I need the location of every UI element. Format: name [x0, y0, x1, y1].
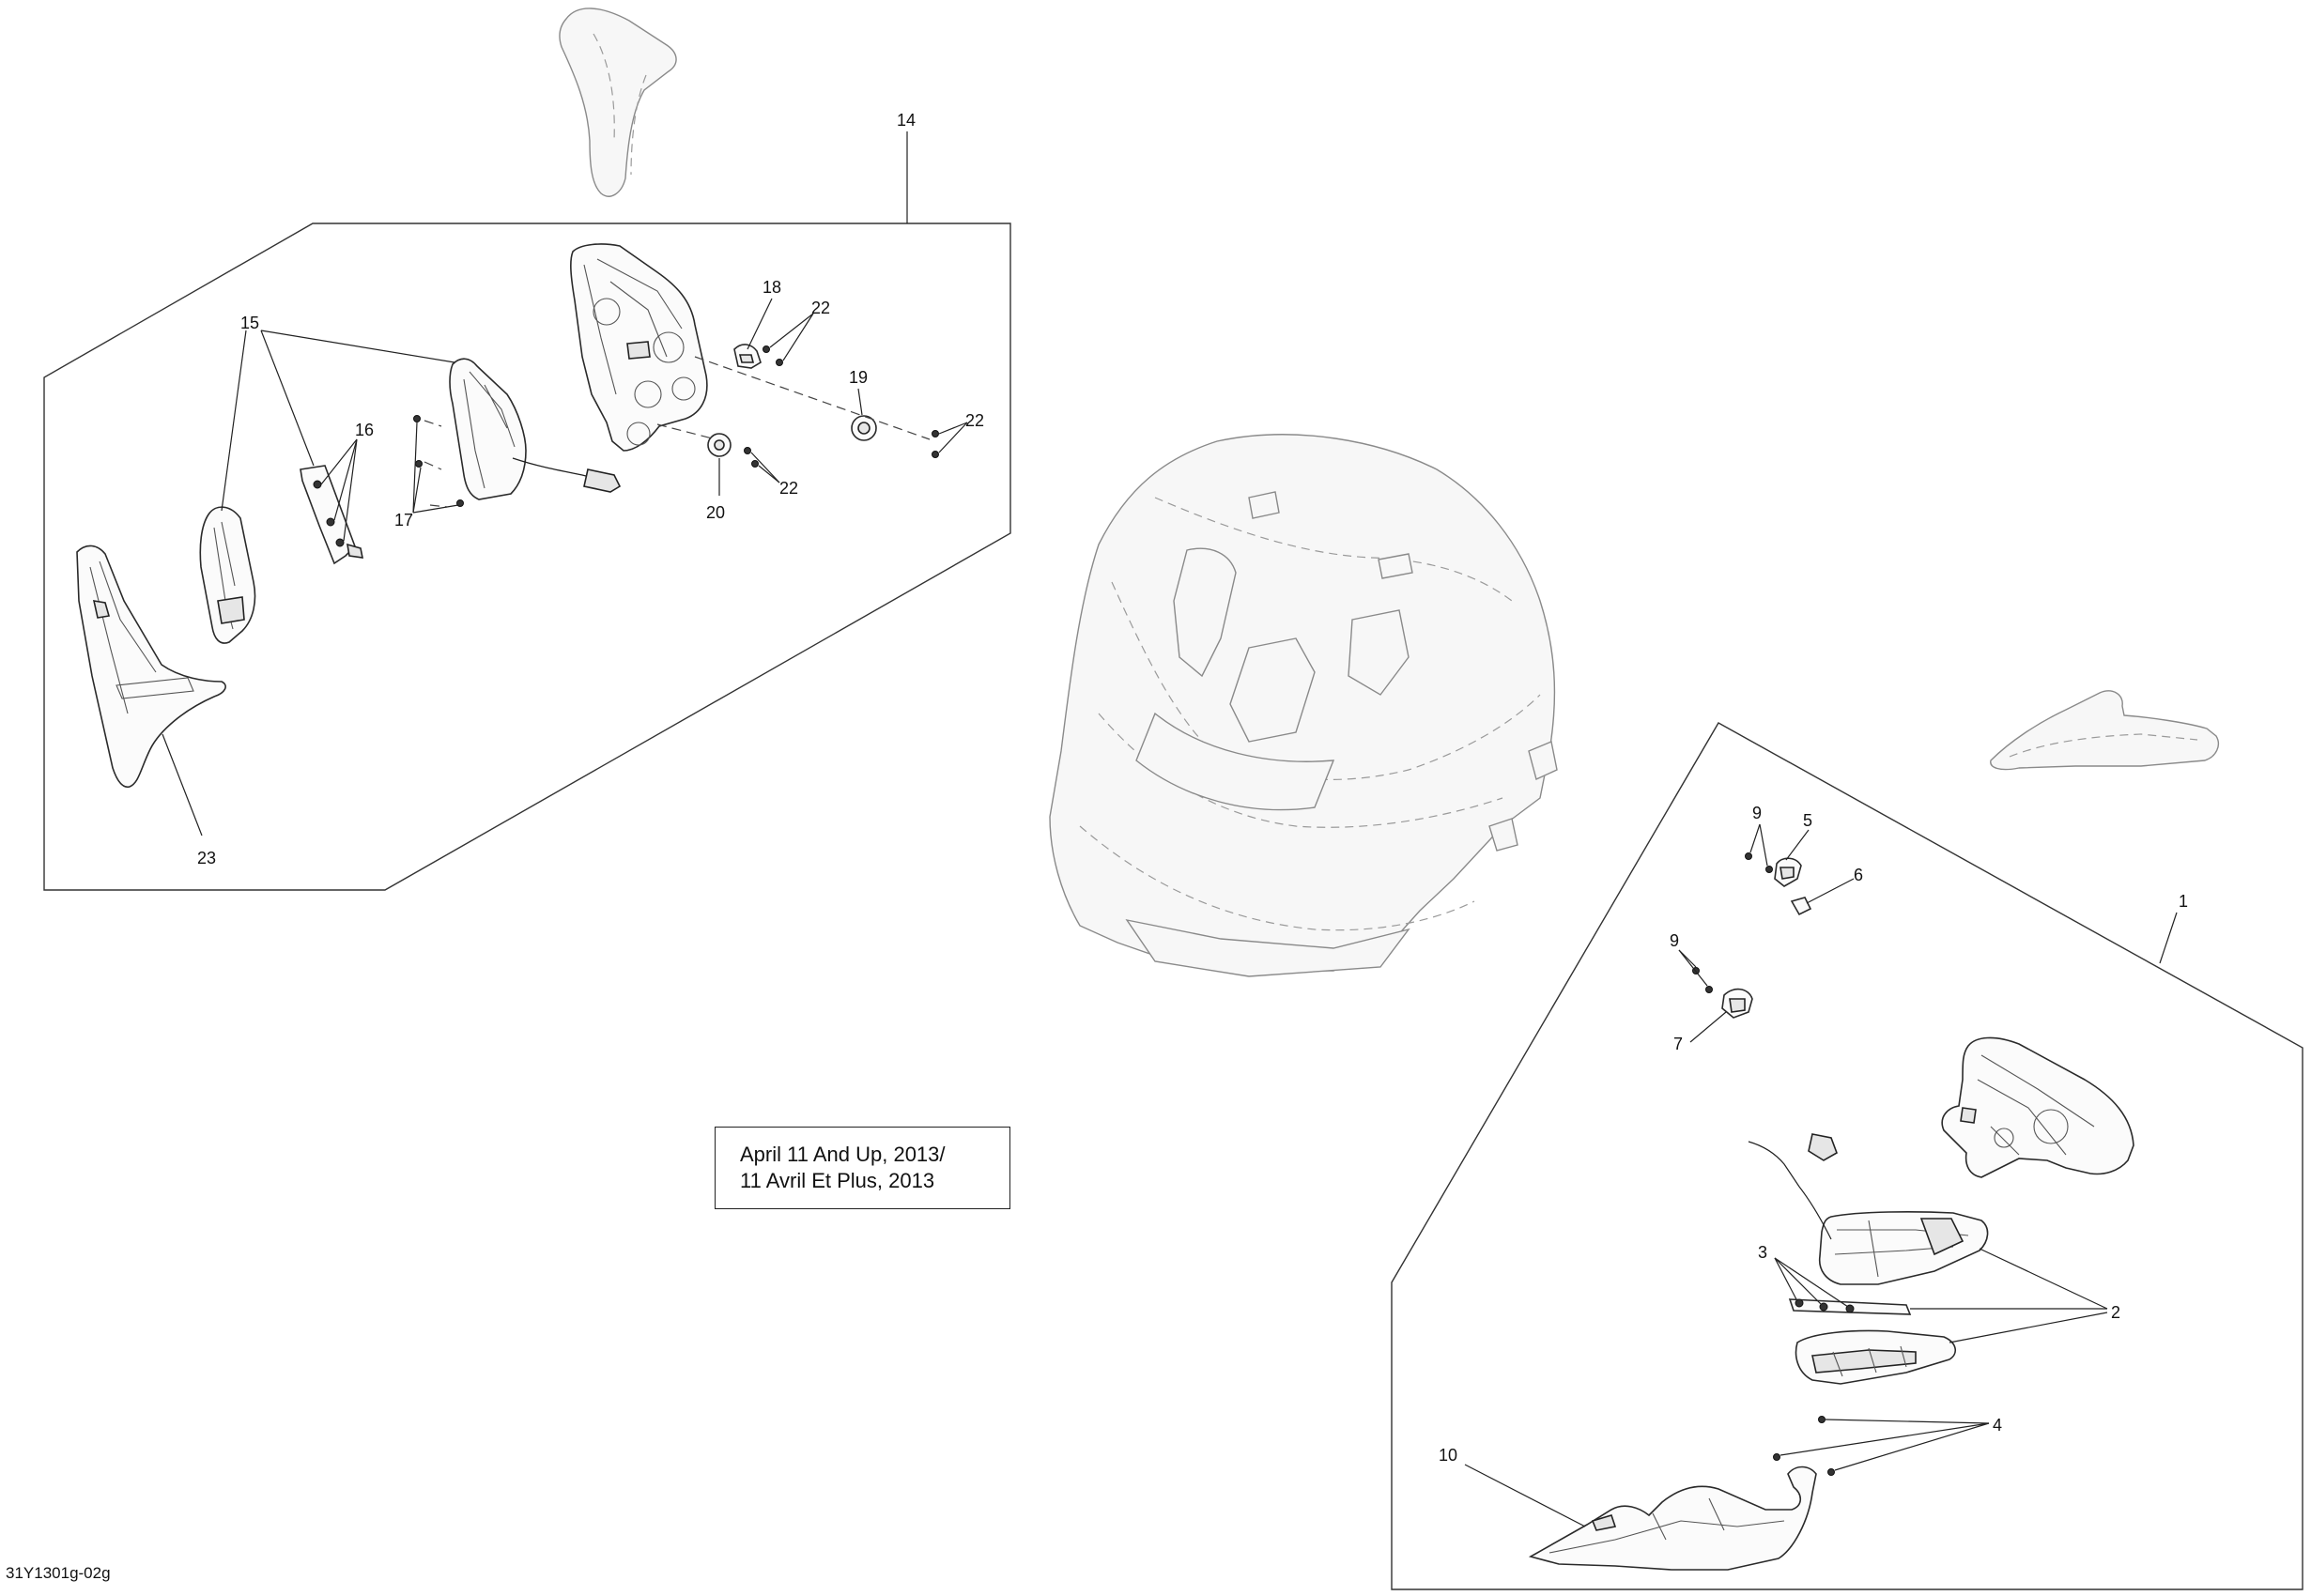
leader-15-3 — [221, 330, 247, 512]
assembly-line-top — [694, 356, 931, 440]
grommet-19 — [851, 415, 877, 441]
leader-22a-1 — [769, 313, 814, 348]
grommet-7 — [1721, 988, 1753, 1019]
note-line-2: 11 Avril Et Plus, 2013 — [740, 1169, 935, 1192]
callout-7: 7 — [1673, 1035, 1683, 1053]
screws-9-top — [1745, 852, 1773, 873]
leader-4-3 — [1834, 1422, 1990, 1471]
leader-17-2 — [412, 467, 422, 514]
housing-bracket-right — [1941, 1036, 2134, 1178]
callout-1: 1 — [2179, 892, 2188, 911]
leader-7 — [1689, 1011, 1727, 1043]
callout-18: 18 — [763, 278, 781, 297]
callout-6: 6 — [1854, 866, 1863, 884]
assembly-line-mid — [656, 423, 724, 442]
leader-4-1 — [1825, 1419, 1990, 1424]
leader-2-1 — [1979, 1248, 2108, 1310]
leader-22b-1 — [938, 422, 968, 435]
leader-18 — [747, 298, 773, 350]
callout-3: 3 — [1758, 1243, 1767, 1262]
leader-5 — [1785, 829, 1810, 861]
callout-15: 15 — [240, 314, 259, 332]
leader-16-1 — [320, 438, 358, 485]
callout-4: 4 — [1993, 1416, 2002, 1435]
lower-cover-left — [76, 545, 226, 789]
screws-22-top — [763, 345, 783, 366]
callout-2: 2 — [2111, 1303, 2120, 1322]
clip-5 — [1774, 857, 1802, 887]
note-line-1: April 11 And Up, 2013/ — [740, 1143, 946, 1166]
housing-bracket-left — [570, 243, 708, 452]
callout-22b: 22 — [965, 411, 984, 430]
signal-housing-left — [449, 358, 622, 500]
upper-trim-panel-right — [1990, 690, 2220, 771]
callout-20: 20 — [706, 503, 725, 522]
date-applicability-note: April 11 And Up, 2013/ 11 Avril Et Plus,… — [715, 1127, 1010, 1209]
leader-2-3 — [1949, 1312, 2108, 1343]
callout-22c: 22 — [779, 479, 798, 498]
callout-10: 10 — [1439, 1446, 1457, 1465]
leader-9a-2 — [1759, 823, 1768, 867]
leader-4-2 — [1779, 1422, 1990, 1456]
leader-15-1 — [260, 330, 455, 363]
leader-3-3 — [1774, 1257, 1849, 1308]
assembly-line-left — [424, 420, 448, 508]
screws-17 — [413, 415, 464, 507]
callout-9a: 9 — [1752, 804, 1762, 822]
leader-9a-1 — [1749, 823, 1761, 853]
callout-17: 17 — [394, 511, 413, 529]
leader-9b-2 — [1678, 949, 1708, 987]
callout-19: 19 — [849, 368, 868, 387]
callout-22a: 22 — [811, 299, 830, 317]
signal-lens-left — [199, 506, 256, 644]
callout-16: 16 — [355, 421, 374, 439]
callout-9b: 9 — [1670, 931, 1679, 950]
leader-22c-2 — [758, 465, 780, 483]
leader-16-2 — [333, 438, 358, 521]
leader-22c-1 — [750, 452, 780, 483]
lower-cover-right — [1528, 1466, 1817, 1571]
leader-23 — [162, 733, 203, 836]
leader-6 — [1806, 878, 1855, 904]
nut-6 — [1790, 897, 1812, 916]
leader-17-3 — [412, 504, 459, 514]
kit-frame-left — [43, 223, 1011, 891]
leader-3-2 — [1774, 1257, 1823, 1306]
leader-16-3 — [343, 438, 358, 542]
callout-5: 5 — [1803, 811, 1812, 830]
leader-22b-2 — [938, 422, 968, 453]
leader-22a-2 — [782, 313, 814, 361]
bracket-right — [1788, 1298, 1912, 1315]
front-fairing — [1049, 434, 1558, 977]
leader-10 — [1464, 1464, 1586, 1527]
signal-lens-right — [1795, 1329, 1956, 1385]
screws-22-bottom — [744, 447, 759, 468]
upper-trim-panel-left — [559, 8, 677, 197]
callout-14: 14 — [897, 111, 916, 130]
screws-22-right — [932, 430, 939, 458]
drawing-code: 31Y1301g-02g — [6, 1564, 111, 1582]
leader-3-1 — [1774, 1257, 1798, 1302]
leader-1 — [2159, 912, 2178, 964]
callout-23: 23 — [197, 849, 216, 867]
leader-17-1 — [412, 422, 418, 514]
clip-18 — [733, 344, 762, 369]
screws-4 — [1773, 1416, 1835, 1476]
leader-15-2 — [260, 330, 315, 467]
grommet-20 — [707, 433, 732, 457]
kit-frame-right — [1391, 722, 2303, 1590]
leader-19 — [857, 388, 863, 416]
signal-housing-right — [1748, 1133, 1989, 1285]
bracket-left — [300, 465, 364, 565]
